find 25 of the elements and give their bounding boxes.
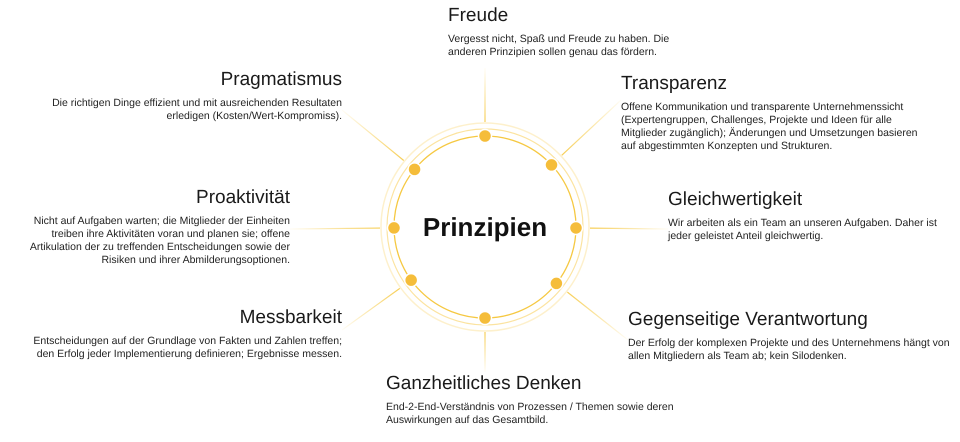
principle-description: Vergesst nicht, Spaß und Freude zu haben. Die anderen Prinzipien sollen genau das fördern. [448,33,670,59]
principle-description: Entscheidungen auf der Grundlage von Fakten und Zahlen treffen; den Erfolg jeder Implementierung definieren; Ergebnisse messen. [32,335,342,361]
principle-heading: Proaktivität [195,186,290,210]
principle-description: End-2-End-Verständnis von Prozessen / Themen sowie deren Auswirkungen auf das Gesamtbild. [386,401,675,427]
principle-heading: Freude [448,4,510,28]
principle-description: Der Erfolg der komplexen Projekte und des Unternehmens hängt von allen Mitgliedern als Team ab; kein Silodenken. [628,337,951,363]
ray-line [342,288,400,330]
principle-description: Nicht auf Aufgaben warten; die Mitglieder der Einheiten treiben ihre Aktivitäten voran und planen sie; offene Artikulation der zu treffenden Entscheidungen sowie der Risiken und ihrer Abmilderungsoptionen. [28,215,290,267]
center-title: Prinzipien [422,212,548,242]
principle-heading: Transparenz [621,72,728,96]
principle-heading: Ganzheitliches Denken [386,372,582,396]
principle-description: Die richtigen Dinge effizient und mit ausreichenden Resultaten erledigen (Kosten/Wert-Kompromiss). [51,97,342,123]
principle-heading: Gegenseitige Verantwortung [628,308,869,332]
principle-heading: Pragmatismus [220,68,342,92]
principle-heading: Gleichwertigkeit [668,188,804,212]
ray-line [484,68,486,122]
ray-line [342,110,404,161]
principle-description: Offene Kommunikation und transparente Unternehmenssicht (Expertengruppen, Challenges, Projekte und Ideen für alle Mitglieder zugänglich); Änderungen und Umsetzungen basieren auf abgestimmten Konzepten und Strukturen. [621,101,919,153]
ray-line [567,292,628,340]
ray-line [290,227,380,230]
ray-line [590,228,668,230]
ray-line [561,100,622,156]
ray-line [484,332,486,372]
principle-heading: Messbarkeit [238,306,342,330]
principle-description: Wir arbeiten als ein Team an unseren Aufgaben. Daher ist jeder geleistet Anteil gleichwertig. [668,217,938,243]
